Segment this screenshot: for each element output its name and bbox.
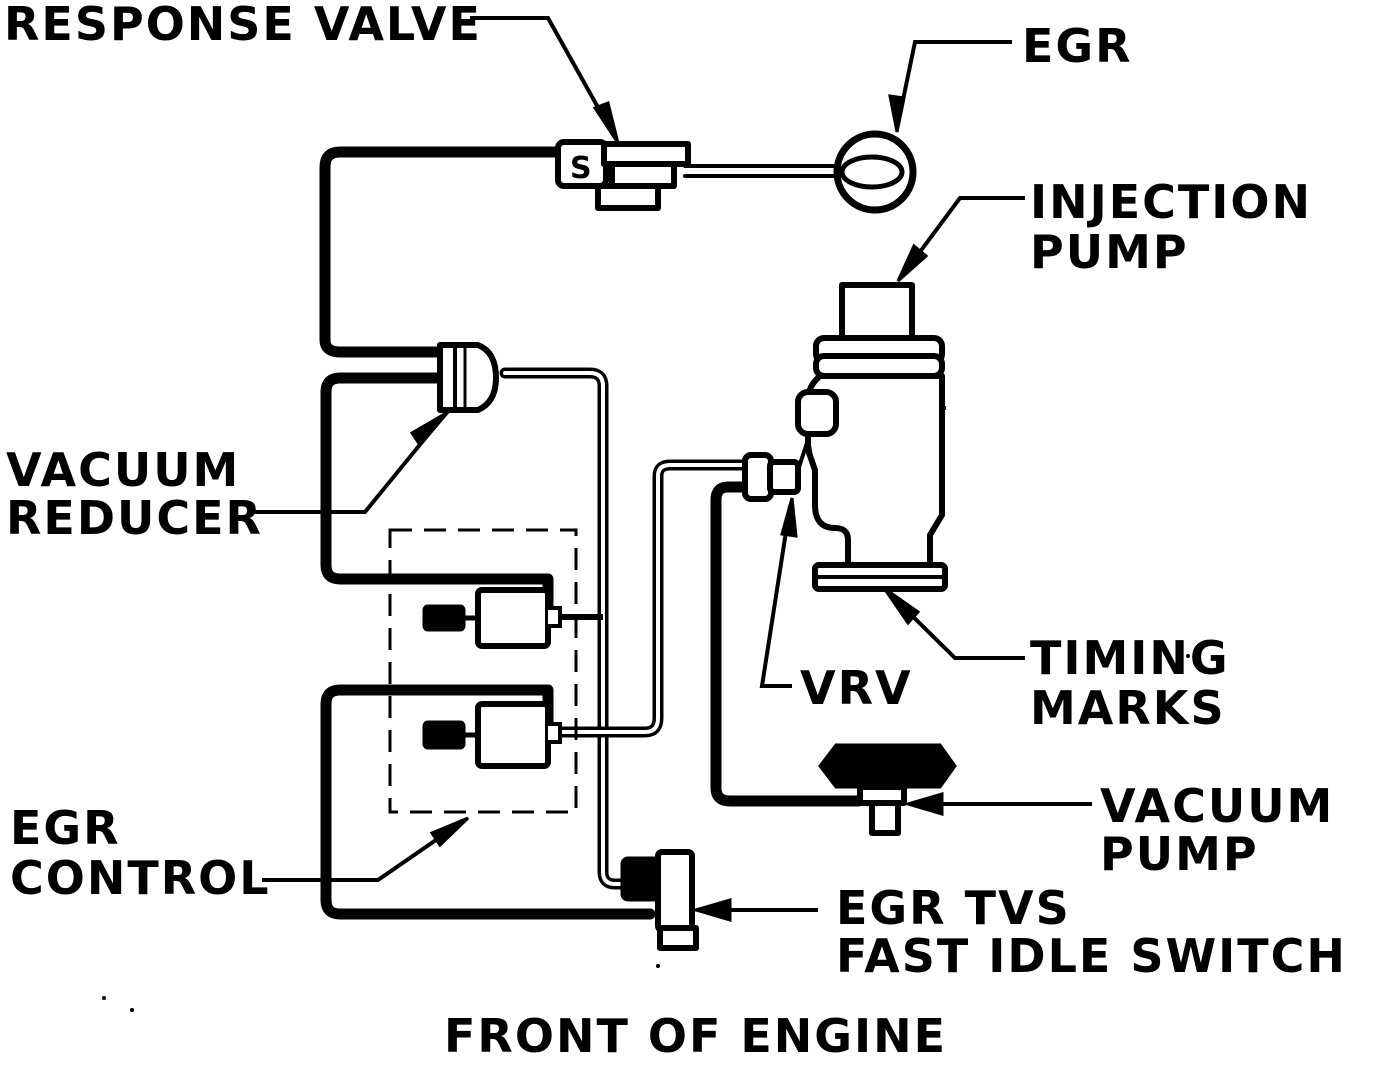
vacuum-pump-top — [818, 743, 957, 789]
egr-tvs-base — [657, 925, 699, 951]
lower-solenoid-body — [475, 701, 551, 769]
label-vacuum-reducer-1: VACUUM — [6, 443, 240, 497]
upper-solenoid-connector — [422, 604, 466, 632]
egr-control — [388, 528, 603, 814]
leader-timing-marks — [888, 592, 1025, 660]
injection-pump-fitting — [795, 389, 839, 437]
arrow-egr — [888, 94, 906, 133]
label-egr-control-2: CONTROL — [10, 851, 271, 905]
leader-egr-control — [262, 820, 464, 882]
label-timing-marks-2: MARKS — [1030, 681, 1226, 735]
label-vacuum-pump-1: VACUUM — [1100, 779, 1334, 833]
label-injection-pump-1: INJECTION — [1030, 175, 1312, 229]
egr-valve-inner — [839, 154, 905, 190]
label-egr-tvs-1: EGR TVS — [836, 881, 1071, 935]
arrow-egr-tvs — [690, 897, 732, 923]
label-injection-pump-2: PUMP — [1030, 225, 1189, 279]
label-front-of-engine: FRONT OF ENGINE — [444, 1009, 947, 1060]
arrow-response-valve — [592, 100, 620, 144]
hose-response-to-reducer — [319, 146, 571, 358]
response-valve-mark: S — [570, 151, 594, 186]
upper-solenoid-body — [475, 587, 551, 649]
egr-tvs-switch — [620, 849, 699, 951]
leader-response-valve — [470, 16, 616, 137]
label-egr-control-1: EGR — [10, 801, 121, 855]
egr-tvs-port — [620, 856, 662, 902]
response-valve-mid — [609, 161, 677, 189]
leader-vrv — [759, 505, 792, 688]
labels: RESPONSE VALVE EGR INJECTION PUMP VACUUM… — [4, 0, 1347, 1063]
label-vacuum-pump-2: PUMP — [1100, 827, 1259, 881]
vrv — [742, 439, 814, 502]
label-egr: EGR — [1022, 19, 1133, 73]
label-egr-tvs-2: FAST IDLE SWITCH — [836, 929, 1347, 983]
label-vrv: VRV — [800, 661, 913, 715]
egr-control-dashed-box — [388, 528, 578, 814]
injection-pump — [795, 282, 948, 592]
arrow-vacuum-reducer — [409, 410, 450, 448]
egr-tvs-body — [655, 849, 695, 933]
vacuum-reducer-body — [437, 342, 499, 413]
hose-vrv-to-vacuum-pump — [710, 481, 864, 807]
leader-injection-pump — [903, 196, 1025, 274]
vacuum-pump — [818, 743, 957, 836]
hose-reducer-to-upper-solenoid — [320, 372, 554, 611]
leader-lines — [250, 16, 1092, 923]
injection-pump-cap — [839, 282, 915, 343]
hose-lower-loop — [320, 684, 656, 920]
response-valve: S — [555, 139, 691, 211]
response-valve-bottom — [595, 183, 661, 211]
arrow-injection-pump — [896, 243, 929, 283]
lower-solenoid-connector — [422, 720, 466, 750]
arrow-vacuum-pump — [902, 791, 944, 817]
label-vacuum-reducer-2: REDUCER — [6, 491, 263, 545]
leader-vacuum-reducer — [250, 418, 442, 514]
arrow-vrv — [780, 497, 798, 538]
leader-egr — [896, 40, 1012, 125]
vacuum-hoses — [319, 146, 864, 920]
vacuum-reducer — [437, 342, 499, 413]
specks — [102, 654, 1190, 1012]
label-response-valve: RESPONSE VALVE — [4, 0, 482, 51]
vrv-cap — [767, 459, 801, 495]
egr-valve — [833, 130, 917, 214]
hose-reducer-to-tvs-inner — [503, 371, 640, 886]
vacuum-pump-outlet — [869, 800, 901, 836]
arrow-egr-control — [429, 816, 470, 848]
hose-solenoid-to-vrv-inner — [558, 463, 747, 734]
label-timing-marks-1: TIMING — [1030, 631, 1230, 685]
arrow-timing-marks — [882, 586, 921, 626]
